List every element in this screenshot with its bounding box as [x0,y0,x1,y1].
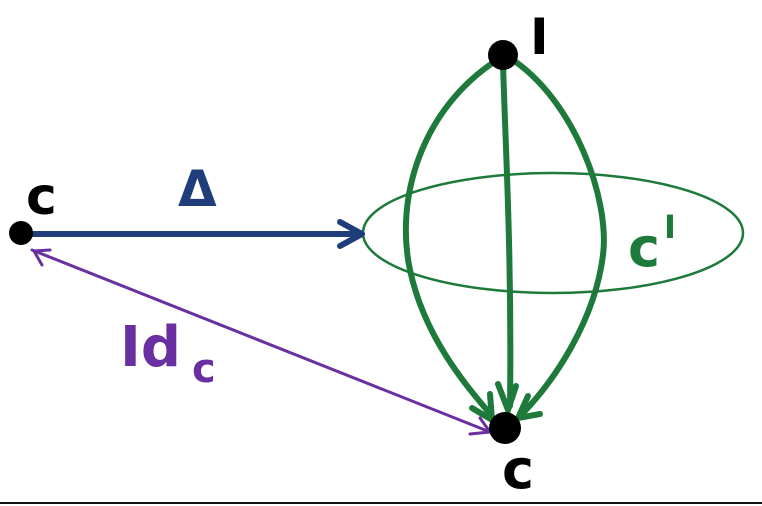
label-I-top: I [530,8,549,66]
label-delta: Δ [178,160,217,218]
node-c-bottom [489,412,521,444]
node-c-left [9,221,33,245]
label-c-left: c [26,167,57,227]
identity-arrow [30,248,492,436]
label-ellipse-sup: I [664,208,676,246]
delta-arrow [21,219,365,249]
label-id-main: Id [120,315,181,380]
bottom-border [0,502,762,504]
cone-arc-middle [500,59,514,409]
cone-arc-left [402,57,500,419]
cone-arc-right [507,55,607,417]
label-c-bottom: c [502,438,534,501]
label-id-sub: c [192,346,216,392]
label-ellipse-base: c [628,216,660,279]
cone-ellipse [361,171,745,295]
node-I-top [488,40,518,70]
